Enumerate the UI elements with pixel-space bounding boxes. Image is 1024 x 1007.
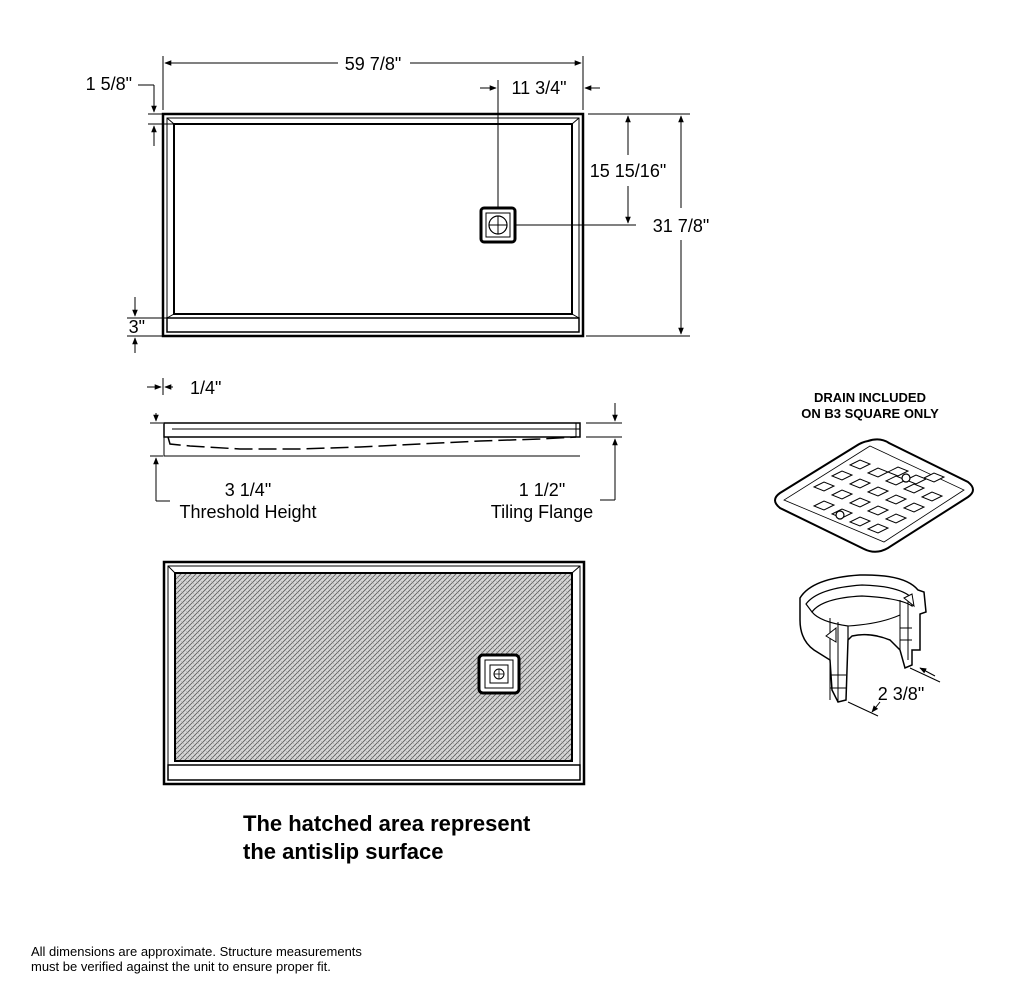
footnote-line1: All dimensions are approximate. Structur… [31,944,362,959]
drain-caption-line2: ON B3 SQUARE ONLY [801,406,939,421]
tiling-flange-value: 1 1/2" [519,480,565,500]
overall-width-label: 59 7/8" [345,54,401,74]
footnote: All dimensions are approximate. Structur… [31,944,362,974]
tiling-flange-label: Tiling Flange [491,502,593,522]
antislip-drain-icon [477,653,521,695]
threshold-width-label: 3" [129,317,145,337]
antislip-note-line1: The hatched area represent [243,811,531,836]
plan-dimensions: 59 7/8" 1 5/8" 11 3/4" 15 15/16" 31 7/8"… [86,54,709,353]
drain-body-icon [799,574,927,703]
antislip-plan-view [162,560,586,786]
drain-caption-line1: DRAIN INCLUDED [814,390,926,405]
drain-icon [479,206,517,244]
drain-from-right-label: 11 3/4" [511,78,566,98]
overall-depth-label: 31 7/8" [653,216,709,236]
side-profile-view [163,422,581,457]
edge-lip-label: 1/4" [190,378,221,398]
threshold-height-label: Threshold Height [179,502,316,522]
drain-body-height-label: 2 3/8" [878,684,924,704]
top-offset-label: 1 5/8" [86,74,132,94]
threshold-height-value: 3 1/4" [225,480,271,500]
footnote-line2: must be verified against the unit to ens… [31,959,331,974]
drain-from-top-label: 15 15/16" [590,161,666,181]
antislip-note-line2: the antislip surface [243,839,444,864]
antislip-note: The hatched area represent the antislip … [243,810,530,866]
plan-view [161,112,585,338]
profile-dimensions: 1/4" 3 1/4" Threshold Height 1 1/2" Tili… [147,378,622,522]
drain-detail: DRAIN INCLUDED ON B3 SQUARE ONLY [774,390,974,717]
drain-grate-icon [774,438,974,553]
pan-floor [173,123,573,315]
threshold [166,317,580,333]
antislip-threshold [167,764,581,781]
